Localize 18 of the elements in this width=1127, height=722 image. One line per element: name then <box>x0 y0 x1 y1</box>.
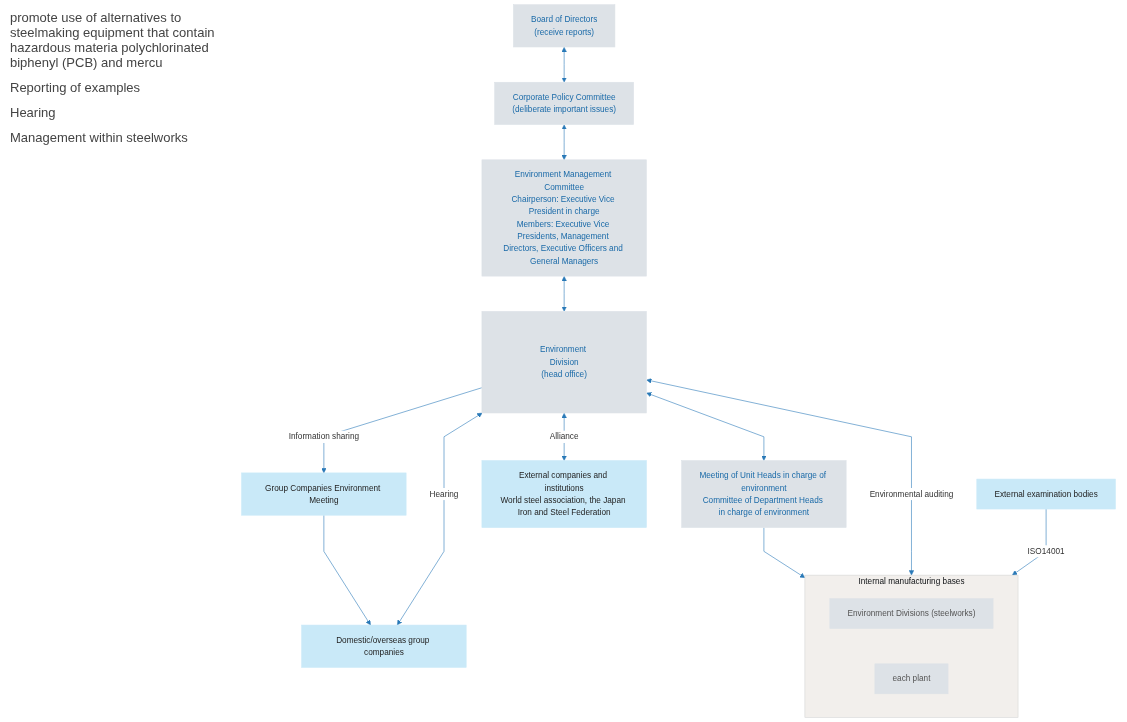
note-text: Reporting of examples <box>10 80 142 95</box>
edge-label: Alliance <box>549 431 579 442</box>
note-text: Hearing <box>10 105 57 120</box>
node-box: Group Companies Environment Meeting <box>241 472 407 516</box>
node-box: Meeting of Unit Heads in charge of environment Committee of Department Heads in charge of environment <box>681 460 847 528</box>
node-box: Environment Management Committee Chairperson: Executive Vice President in charge Members: Executive Vice Presidents, Management Directors, Executive Officers and General Managers <box>481 159 647 277</box>
node-box: External examination bodies <box>976 478 1116 510</box>
node-box: Board of Directors (receive reports) <box>513 4 616 48</box>
note-text: Management within steelworks <box>10 130 189 145</box>
node-box: External companies and institutions World steel association, the Japan Iron and Steel Federation <box>481 460 647 528</box>
node-box: Corporate Policy Committee (deliberate important issues) <box>494 81 634 125</box>
edge-label: Hearing <box>429 489 459 499</box>
note-text: promote use of alternatives to steelmaking equipment that contain hazardous materia polychlorinated biphenyl (PCB) and mercu <box>10 10 216 70</box>
edge-label: Environmental auditing <box>869 489 954 499</box>
node-box: Domestic/overseas group companies <box>301 624 467 668</box>
node-box: Environment Division (head office) <box>481 311 647 414</box>
edge-label: Information sharing <box>288 431 360 442</box>
edge-label: ISO14001 <box>1027 546 1065 556</box>
